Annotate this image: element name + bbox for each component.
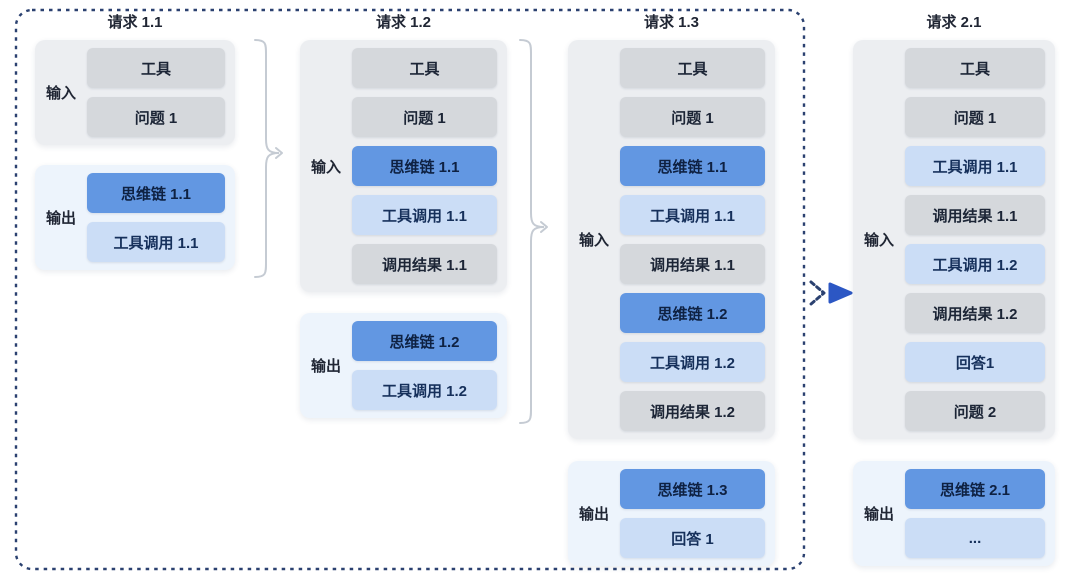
output-group: 输出思维链 1.1 工具调用 1.1 [35,165,235,270]
output-boxes: 思维链 2.1... [905,469,1045,558]
input-label: 输入 [310,158,341,176]
input-boxes: 工具问题 1 工具调用 1.1 调用结果 1.1 工具调用 1.2 调用结果 1.2 回答… [905,48,1045,431]
brace-arrow-tip-icon [540,221,548,233]
message-box-lightblue: 回答 1 [620,518,765,558]
message-box-gray: 调用结果 1.1 [352,244,497,284]
message-box-lightblue: 工具调用 1.2 [352,370,497,410]
brace-connector-2 [519,39,548,424]
message-box-gray: 工具 [620,48,765,88]
message-box-lightblue: 工具调用 1.1 [620,195,765,235]
output-label: 输出 [310,358,341,375]
message-box-lightblue: 工具调用 1.1 [87,222,225,262]
message-box-blue: 思维链 1.1 [87,173,225,213]
message-box-blue: 思维链 1.1 [620,146,765,186]
input-label: 输入 [45,85,76,102]
input-label: 输入 [863,232,894,249]
message-box-gray: 问题 1 [87,97,225,137]
message-box-gray: 调用结果 1.1 [905,195,1045,235]
input-group: 输入 工具问题 1 工具调用 1.1 调用结果 1.1 工具调用 1.2 调用结果 1.2… [853,40,1055,439]
message-box-gray: 调用结果 1.1 [620,244,765,284]
message-box-gray: 问题 1 [352,97,497,137]
output-group: 输出思维链 2.1... [853,461,1055,566]
message-box-lightblue: ... [905,518,1045,558]
message-box-blue: 思维链 2.1 [905,469,1045,509]
message-box-gray: 问题 1 [905,97,1045,137]
next-request-arrow-icon [809,280,853,306]
brace-connector-1 [254,39,283,278]
output-boxes: 思维链 1.3 回答 1 [620,469,765,558]
output-group: 输出思维链 1.2 工具调用 1.2 [300,313,507,418]
request-title: 请求 2.1 [926,14,982,31]
message-box-gray: 调用结果 1.2 [905,293,1045,333]
message-box-gray: 问题 1 [620,97,765,137]
output-boxes: 思维链 1.2 工具调用 1.2 [352,321,497,410]
message-box-lightblue: 工具调用 1.2 [620,342,765,382]
output-label: 输出 [578,506,609,523]
input-boxes: 工具问题 1 思维链 1.1 工具调用 1.1 调用结果 1.1 [352,48,497,284]
input-label: 输入 [578,232,609,249]
message-box-blue: 思维链 1.3 [620,469,765,509]
output-label: 输出 [45,210,76,227]
input-group: 输入工具问题 1 [35,40,235,145]
message-box-gray: 问题 2 [905,391,1045,431]
output-boxes: 思维链 1.1 工具调用 1.1 [87,173,225,262]
message-box-lightblue: 回答1 [905,342,1045,382]
message-box-gray: 工具 [352,48,497,88]
request-title: 请求 1.1 [107,14,163,31]
output-label: 输出 [863,506,894,523]
message-box-gray: 工具 [905,48,1045,88]
message-box-lightblue: 工具调用 1.2 [905,244,1045,284]
input-boxes: 工具问题 1 思维链 1.1 工具调用 1.1 调用结果 1.1 思维链 1.2 工具调用… [620,48,765,431]
input-boxes: 工具问题 1 [87,48,225,137]
message-box-gray: 调用结果 1.2 [620,391,765,431]
request-title: 请求 1.3 [643,14,700,31]
brace-arrow-tip-icon [275,147,283,159]
message-box-blue: 思维链 1.1 [352,146,497,186]
message-box-lightblue: 工具调用 1.1 [905,146,1045,186]
output-group: 输出思维链 1.3 回答 1 [568,461,775,566]
input-group: 输入 工具问题 1 思维链 1.1 工具调用 1.1 调用结果 1.1 [300,40,507,292]
message-box-gray: 工具 [87,48,225,88]
request-title: 请求 1.2 [375,14,432,31]
message-box-lightblue: 工具调用 1.1 [352,195,497,235]
message-box-blue: 思维链 1.2 [620,293,765,333]
message-box-blue: 思维链 1.2 [352,321,497,361]
